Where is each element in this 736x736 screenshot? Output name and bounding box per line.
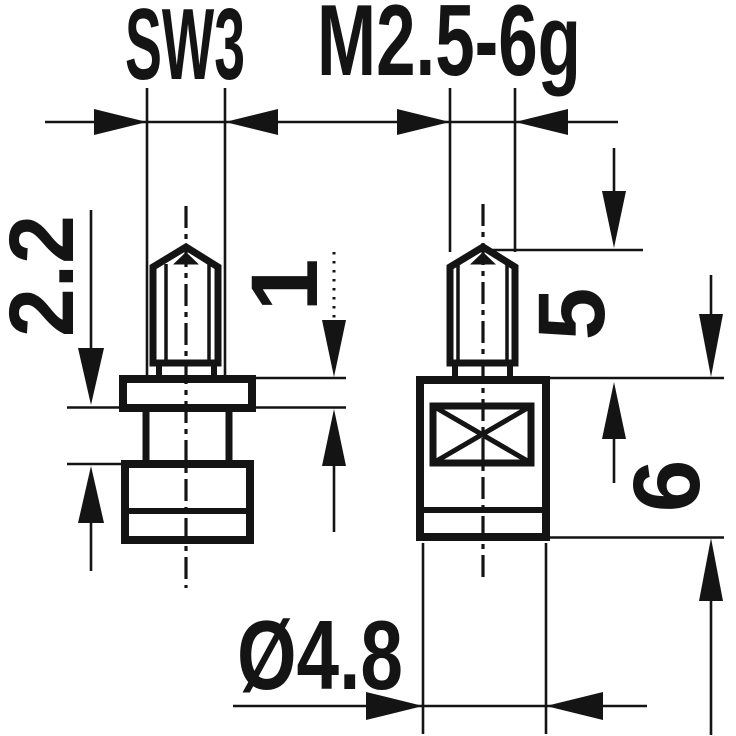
left-part-view [119,242,256,544]
dimension-stud-5: 5 [519,148,626,483]
extension-lines [67,88,724,734]
dimension-top-widths: SW3 M2.5-6g [45,0,618,135]
label-sw3: SW3 [125,0,245,101]
dimension-step-2-2: 2.2 [0,210,104,571]
knurl-symbol-box [429,402,535,467]
right-body-cylinder [416,376,550,541]
label-flange: 1 [232,259,338,312]
label-stud: 5 [519,288,625,341]
left-threaded-stud [149,242,222,367]
left-base-cylinder [121,460,254,544]
dimension-body-6: 6 [614,275,723,735]
label-body: 6 [614,460,720,513]
dimension-flange-1: 1 [232,252,346,532]
centerlines [184,204,485,588]
dimension-diameter-4-8: Ø4.8 [233,600,647,720]
right-part-view [416,242,550,541]
label-diameter: Ø4.8 [237,600,403,710]
right-stud-tip [470,252,496,265]
label-thread: M2.5-6g [317,0,581,97]
left-stud-tip [173,252,199,265]
right-threaded-stud [446,242,519,367]
label-step: 2.2 [0,215,93,337]
